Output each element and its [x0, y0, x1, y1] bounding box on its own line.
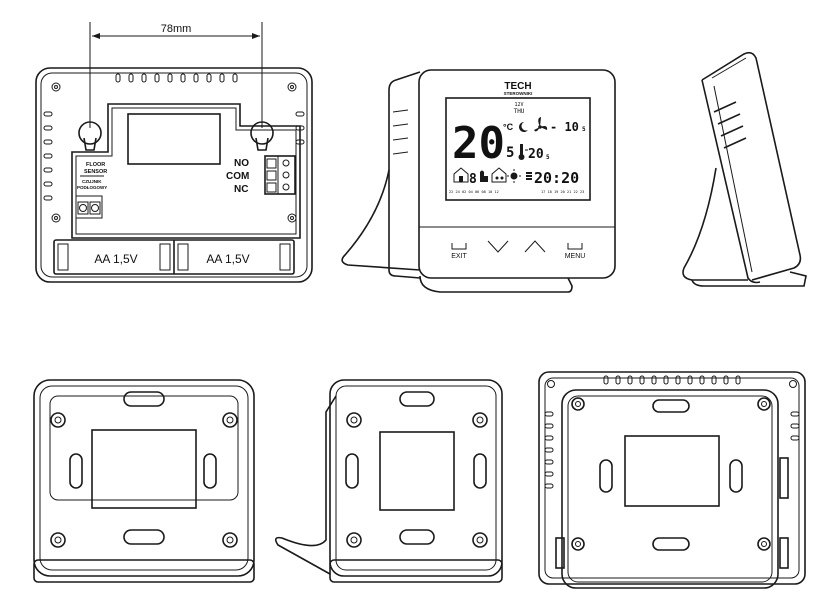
- terminal-label-no: NO: [234, 158, 249, 169]
- temperature-unit: °C: [503, 122, 514, 132]
- outdoor-temperature-decimal: 5: [582, 126, 586, 133]
- dimension-annotation: 78mm: [89, 22, 263, 128]
- corner-screws: [51, 82, 297, 223]
- dimension-label: 78mm: [161, 23, 192, 35]
- battery-right-label: AA 1,5V: [206, 252, 249, 266]
- timeline-right: 17 18 19 20 21 22 23: [541, 190, 584, 194]
- floor-temperature: 20: [528, 147, 544, 162]
- floor-thermometer-icon: [518, 144, 528, 160]
- keyhole-mounts: [78, 121, 274, 151]
- lcd-screen: [445, 97, 591, 201]
- sensor-sub-2: PODŁOGOWY: [77, 185, 107, 190]
- exit-button[interactable]: EXIT: [451, 243, 468, 260]
- brand-logo: TECH: [504, 81, 531, 92]
- mounting-plate-view: [33, 379, 255, 583]
- front-view: TECH STEROWNIKI 12V THU 20 5 °C - 10 5 2…: [341, 69, 616, 293]
- battery-compartment: AA 1,5V AA 1,5V: [53, 239, 295, 275]
- day-small: 12V: [514, 102, 523, 108]
- battery-left-label: AA 1,5V: [94, 252, 137, 266]
- main-temperature: 20: [452, 118, 505, 169]
- day-label: THU: [514, 108, 525, 115]
- back-view: FLOOR SENSOR CZUJNIK PODŁOGOWY NO COM NC: [35, 67, 313, 283]
- floor-sensor-terminal: [75, 195, 103, 219]
- outdoor-temperature: - 10: [550, 120, 579, 134]
- plate-with-stand-view: [274, 379, 503, 583]
- sensor-label-1: FLOOR: [86, 162, 105, 168]
- device-with-plate-view: [538, 371, 806, 589]
- floor-temperature-decimal: 5: [546, 154, 550, 161]
- moon-icon: [518, 122, 528, 132]
- fan-icon: [534, 117, 548, 132]
- side-grille: [392, 109, 409, 155]
- top-vents: [115, 73, 238, 83]
- side-view: [682, 51, 807, 287]
- side-view-vents: [713, 101, 747, 149]
- exit-label: EXIT: [451, 253, 467, 260]
- timeline-left: 22 24 02 04 06 08 10 12: [449, 190, 499, 194]
- battery-level-icon: [526, 172, 532, 180]
- up-button[interactable]: [524, 240, 546, 253]
- hand-icon: [480, 170, 488, 182]
- terminal-label-com: COM: [226, 171, 249, 182]
- relay-terminal-block: [264, 155, 296, 195]
- sun-icon: [507, 169, 521, 183]
- brand-subtitle: STEROWNIKI: [504, 91, 533, 96]
- down-button[interactable]: [487, 240, 509, 253]
- home-icon: [453, 167, 469, 183]
- device-side-vents: [544, 411, 800, 489]
- menu-button[interactable]: MENU: [565, 243, 586, 260]
- menu-label: MENU: [565, 253, 586, 260]
- program-number: 8: [469, 172, 477, 187]
- sensor-sub-1: CZUJNIK: [82, 179, 102, 184]
- side-vents: [43, 111, 305, 201]
- terminal-label-nc: NC: [234, 184, 248, 195]
- main-temperature-decimal: 5: [506, 145, 514, 161]
- device-top-vents: [603, 375, 741, 385]
- clock: 20:20: [534, 169, 579, 187]
- away-home-icon: [491, 167, 507, 183]
- sensor-label-2: SENSOR: [84, 169, 107, 175]
